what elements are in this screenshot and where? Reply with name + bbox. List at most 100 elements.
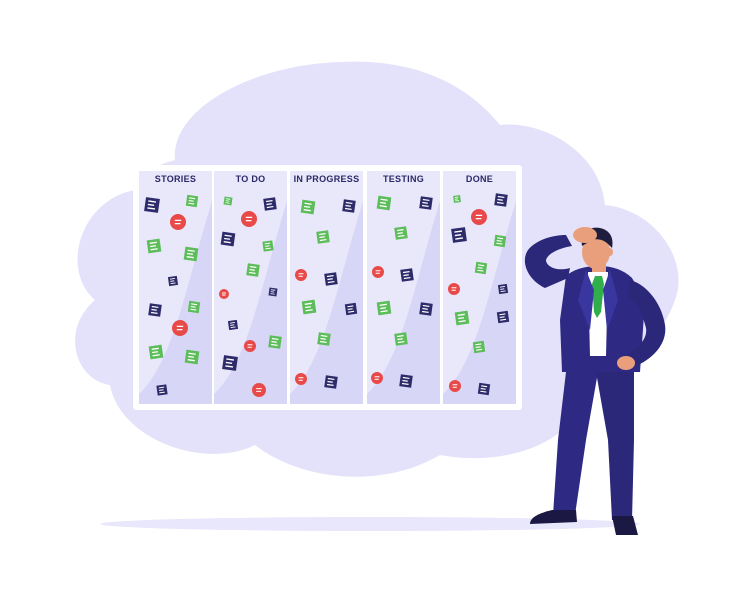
task-card-icon bbox=[324, 272, 338, 286]
task-card-lines bbox=[303, 202, 312, 212]
task-card-icon bbox=[394, 226, 408, 240]
task-card-icon bbox=[156, 384, 168, 396]
task-card-icon bbox=[300, 199, 316, 215]
task-card-icon bbox=[419, 196, 433, 210]
task-card-lines bbox=[326, 377, 335, 386]
task-card-lines bbox=[190, 303, 198, 311]
task-card-lines bbox=[379, 198, 388, 208]
man-lapel-right bbox=[603, 270, 618, 330]
task-card-lines bbox=[319, 334, 328, 343]
bug-badge-icon bbox=[371, 372, 383, 384]
task-card-lines bbox=[229, 322, 236, 329]
bug-badge-icon bbox=[448, 283, 460, 295]
task-card-icon bbox=[148, 344, 164, 360]
man-right-hand bbox=[617, 356, 635, 370]
task-card-lines bbox=[151, 347, 160, 357]
man-right-shoe bbox=[612, 516, 638, 535]
man-lapel-left bbox=[578, 270, 594, 330]
bug-badge-icon bbox=[219, 289, 229, 299]
bug-badge-lines bbox=[298, 273, 304, 277]
task-card-lines bbox=[499, 286, 506, 293]
task-card-lines bbox=[248, 265, 257, 274]
task-card-icon bbox=[477, 382, 491, 396]
task-card-lines bbox=[149, 241, 158, 251]
task-card-icon bbox=[268, 287, 278, 297]
task-card-lines bbox=[347, 305, 355, 313]
task-card-icon bbox=[376, 195, 392, 211]
man-left-leg bbox=[553, 372, 598, 515]
man-ear bbox=[607, 248, 613, 256]
task-card-lines bbox=[496, 237, 504, 245]
task-card-lines bbox=[225, 198, 231, 204]
task-card-lines bbox=[186, 249, 195, 259]
task-card-icon bbox=[493, 234, 507, 248]
task-card-icon bbox=[451, 227, 467, 243]
task-card-lines bbox=[401, 376, 410, 385]
task-card-icon bbox=[419, 302, 433, 316]
column-title-done: DONE bbox=[465, 174, 494, 184]
bug-badge-icon bbox=[449, 380, 461, 392]
bug-badge-icon bbox=[295, 269, 307, 281]
task-card-lines bbox=[475, 343, 483, 351]
task-card-icon bbox=[301, 299, 317, 315]
task-card-icon bbox=[183, 246, 199, 262]
task-card-lines bbox=[480, 385, 488, 393]
task-card-icon bbox=[453, 195, 461, 203]
task-card-icon bbox=[474, 261, 488, 275]
task-card-icon bbox=[344, 302, 358, 316]
bug-badge-icon bbox=[172, 320, 188, 336]
task-card-lines bbox=[188, 197, 196, 205]
task-card-lines bbox=[454, 196, 460, 202]
task-card-lines bbox=[304, 302, 313, 312]
task-card-icon bbox=[144, 197, 160, 213]
task-card-icon bbox=[185, 194, 199, 208]
bug-badge-lines bbox=[452, 384, 458, 388]
task-card-icon bbox=[400, 268, 414, 282]
board-column-shade bbox=[443, 201, 516, 404]
bug-badge-icon bbox=[295, 373, 307, 385]
task-card-icon bbox=[494, 193, 508, 207]
bug-badge-icon bbox=[471, 209, 487, 225]
task-card-icon bbox=[324, 375, 338, 389]
task-card-icon bbox=[497, 283, 509, 295]
man-left-arm bbox=[524, 235, 572, 288]
task-card-lines bbox=[169, 278, 176, 285]
task-card-lines bbox=[499, 313, 507, 321]
man-left-hand bbox=[573, 227, 597, 243]
task-card-icon bbox=[148, 303, 162, 317]
column-title-stories: STORIES bbox=[154, 174, 197, 184]
bug-badge-icon bbox=[252, 383, 266, 397]
bug-badge-lines bbox=[245, 216, 253, 222]
task-card-lines bbox=[225, 358, 235, 368]
task-card-icon bbox=[222, 355, 238, 371]
task-card-icon bbox=[496, 310, 510, 324]
task-card-lines bbox=[187, 352, 196, 362]
task-card-icon bbox=[394, 332, 408, 346]
task-card-icon bbox=[220, 231, 236, 247]
board-column-shade bbox=[214, 201, 287, 404]
task-card-lines bbox=[150, 305, 159, 314]
bug-badge-lines bbox=[298, 377, 304, 381]
task-card-lines bbox=[396, 229, 405, 238]
task-card-icon bbox=[342, 199, 356, 213]
task-card-icon bbox=[263, 197, 277, 211]
task-card-lines bbox=[344, 201, 353, 210]
column-title-testing: TESTING bbox=[382, 174, 425, 184]
bug-badge-lines bbox=[174, 219, 182, 225]
man-right-arm bbox=[622, 280, 666, 368]
bug-badge-lines bbox=[176, 325, 184, 331]
task-card-icon bbox=[227, 319, 239, 331]
task-card-icon bbox=[317, 332, 331, 346]
board-column-shade bbox=[367, 201, 440, 404]
task-card-icon bbox=[316, 230, 330, 244]
task-card-lines bbox=[158, 386, 165, 394]
task-card-lines bbox=[457, 313, 466, 323]
task-card-lines bbox=[421, 304, 430, 313]
man-figure bbox=[524, 227, 666, 535]
board-column-shade bbox=[290, 201, 363, 404]
task-card-icon bbox=[167, 275, 179, 287]
task-card-icon bbox=[454, 310, 470, 326]
bug-badge-lines bbox=[256, 388, 262, 392]
task-card-lines bbox=[270, 337, 279, 346]
